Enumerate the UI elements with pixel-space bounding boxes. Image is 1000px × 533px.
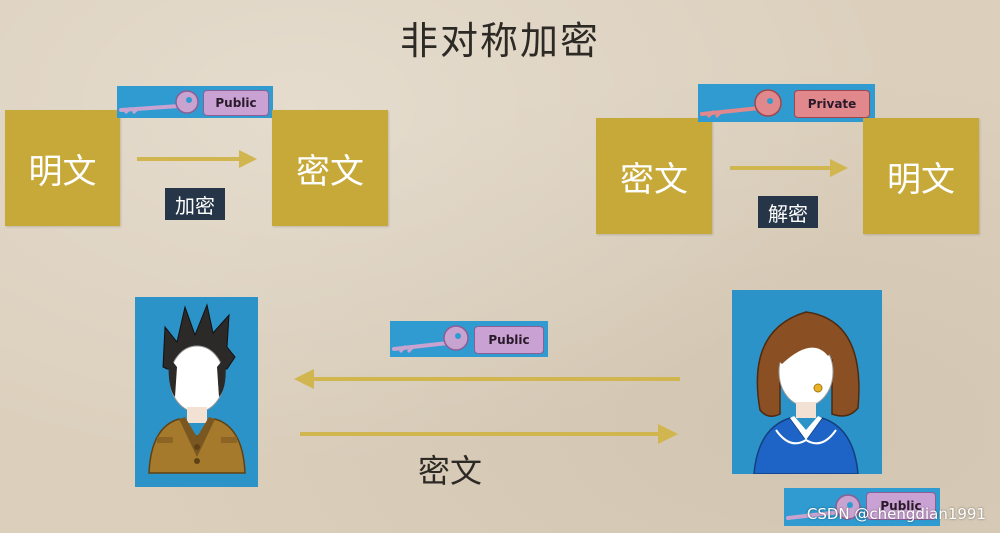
ciphertext-caption: 密文 bbox=[418, 452, 483, 490]
ciphertext-label: 密文 bbox=[620, 159, 688, 200]
key-icon bbox=[700, 89, 782, 119]
ciphertext-label: 密文 bbox=[296, 151, 364, 192]
ciphertext-box-right: 密文 bbox=[596, 118, 712, 234]
plaintext-box-left: 明文 bbox=[5, 110, 120, 226]
public-key-send-arrow bbox=[294, 369, 680, 389]
public-key-strip-top: Public bbox=[117, 86, 273, 118]
key-icon bbox=[119, 90, 199, 115]
key-icon bbox=[392, 325, 469, 354]
private-key-tag: Private bbox=[794, 90, 870, 118]
ciphertext-send-arrow bbox=[300, 424, 678, 444]
public-key-tag: Public bbox=[203, 90, 269, 116]
private-key-strip: Private bbox=[698, 84, 875, 122]
decrypt-arrow bbox=[730, 159, 848, 177]
plaintext-box-right: 明文 bbox=[863, 118, 979, 234]
male-avatar-icon bbox=[148, 303, 246, 474]
ciphertext-box-left: 密文 bbox=[272, 110, 388, 226]
watermark: CSDN @chengdian1991 bbox=[806, 505, 986, 523]
public-key-strip-middle: Public bbox=[390, 321, 548, 357]
encrypt-label: 加密 bbox=[165, 188, 225, 220]
page-title: 非对称加密 bbox=[399, 19, 600, 63]
male-user-card bbox=[135, 297, 258, 487]
public-key-strip-corner: Public bbox=[784, 488, 940, 526]
female-avatar-icon bbox=[753, 311, 860, 475]
key-icon bbox=[786, 494, 861, 520]
encrypt-arrow bbox=[137, 150, 257, 168]
plaintext-label: 明文 bbox=[28, 151, 97, 192]
plaintext-label: 明文 bbox=[887, 159, 955, 200]
decrypt-label: 解密 bbox=[758, 196, 818, 228]
public-key-tag: Public bbox=[866, 492, 936, 520]
female-user-card bbox=[732, 290, 882, 475]
public-key-tag: Public bbox=[474, 326, 544, 354]
